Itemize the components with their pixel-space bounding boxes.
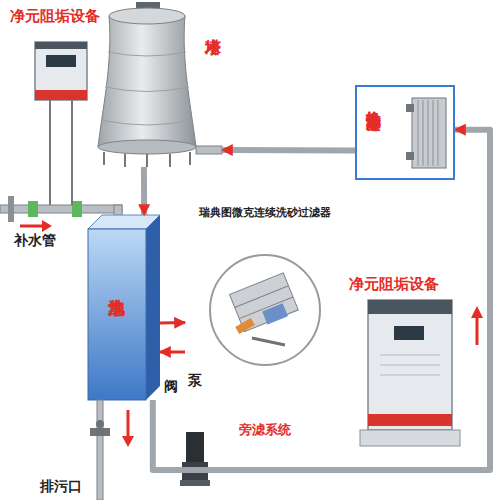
pipe xyxy=(0,205,122,213)
tower-rim xyxy=(109,8,185,24)
flow-arrow xyxy=(127,410,130,436)
tower-leg xyxy=(104,152,190,167)
flow-arrow xyxy=(160,350,185,353)
collection-tank-box: 集水池 xyxy=(88,215,160,400)
tower-band xyxy=(101,52,193,125)
equipment-heading-box: 净元阻垢设备 xyxy=(345,272,465,300)
heat-exchanger-box: 换热交换 冷凝器等 xyxy=(355,85,455,180)
device-screen xyxy=(46,55,76,67)
node-label: 旁滤系统 xyxy=(185,423,345,438)
flow-arrow xyxy=(471,306,483,318)
filter-system-box: 瑞典图微克连续洗砂过滤器旁滤系统 xyxy=(185,205,345,445)
flow-arrow xyxy=(160,321,185,324)
device-detail xyxy=(380,355,440,375)
node-label: 净元阻垢设备 xyxy=(10,8,135,25)
part-label: 泵 xyxy=(188,372,202,388)
plate-heat-exchanger xyxy=(406,98,446,168)
exchanger-nozzle xyxy=(406,152,414,160)
device-base xyxy=(360,430,460,446)
flow-arrow xyxy=(476,318,479,345)
device-strip xyxy=(35,90,87,100)
vertical-label: 冷水塔 xyxy=(204,26,222,96)
pump-base xyxy=(180,480,210,486)
valve-symbol xyxy=(90,428,110,436)
valve-handle xyxy=(96,420,104,428)
valve-symbol xyxy=(8,196,14,222)
part-label: 补水管 xyxy=(14,232,56,248)
water-pipe xyxy=(222,147,355,154)
exchanger-nozzle xyxy=(406,104,414,112)
pipe xyxy=(97,400,103,500)
device-strip xyxy=(368,414,452,426)
device-top-bar xyxy=(35,42,87,49)
sand-filter xyxy=(210,255,320,365)
flow-arrow xyxy=(42,220,52,232)
scale-inhibitor-device xyxy=(360,300,483,446)
flow-arrow xyxy=(20,225,42,228)
filter-pipe xyxy=(235,318,255,334)
device-panel xyxy=(35,42,87,100)
pipe-fitting xyxy=(28,201,38,217)
tower-body xyxy=(98,16,196,147)
filter-pipe xyxy=(252,338,285,345)
filter-sand xyxy=(262,303,288,324)
device-panel xyxy=(368,300,452,430)
filter-frame xyxy=(229,273,298,332)
flow-arrow xyxy=(122,436,134,447)
exchanger-plate xyxy=(418,100,438,166)
water-pipe xyxy=(141,167,147,215)
vertical-label: 换热交换 冷凝器等 xyxy=(365,99,382,165)
filter-circle xyxy=(210,255,320,365)
part-label: 阀 xyxy=(164,378,178,394)
pipe xyxy=(196,146,222,154)
pump-motor xyxy=(186,432,204,462)
tank-side xyxy=(146,215,160,400)
drain-pipe xyxy=(90,400,134,500)
cooling-tower xyxy=(98,2,222,167)
pipe-fitting xyxy=(72,201,82,217)
exchanger-frame xyxy=(412,98,446,168)
device-screen xyxy=(394,326,424,340)
cooling-tower-box: 冷水塔 xyxy=(100,2,222,167)
pump-symbol xyxy=(180,432,210,486)
filter-machine xyxy=(229,273,299,334)
node-label: 净元阻垢设备 xyxy=(349,276,469,293)
part-label: 排污口 xyxy=(40,478,82,494)
tower-base xyxy=(98,140,196,154)
node-label: 瑞典图微克连续洗砂过滤器 xyxy=(185,207,345,220)
collection-tank xyxy=(88,215,160,400)
bracket xyxy=(71,100,73,205)
vertical-label: 集水池 xyxy=(107,285,127,365)
equipment-heading-box: 净元阻垢设备 xyxy=(8,4,133,40)
water-pipe xyxy=(153,130,490,470)
device-top-bar xyxy=(368,300,452,314)
scale-inhibitor-device xyxy=(35,42,87,205)
bracket xyxy=(49,100,51,205)
tank-front xyxy=(88,229,146,400)
